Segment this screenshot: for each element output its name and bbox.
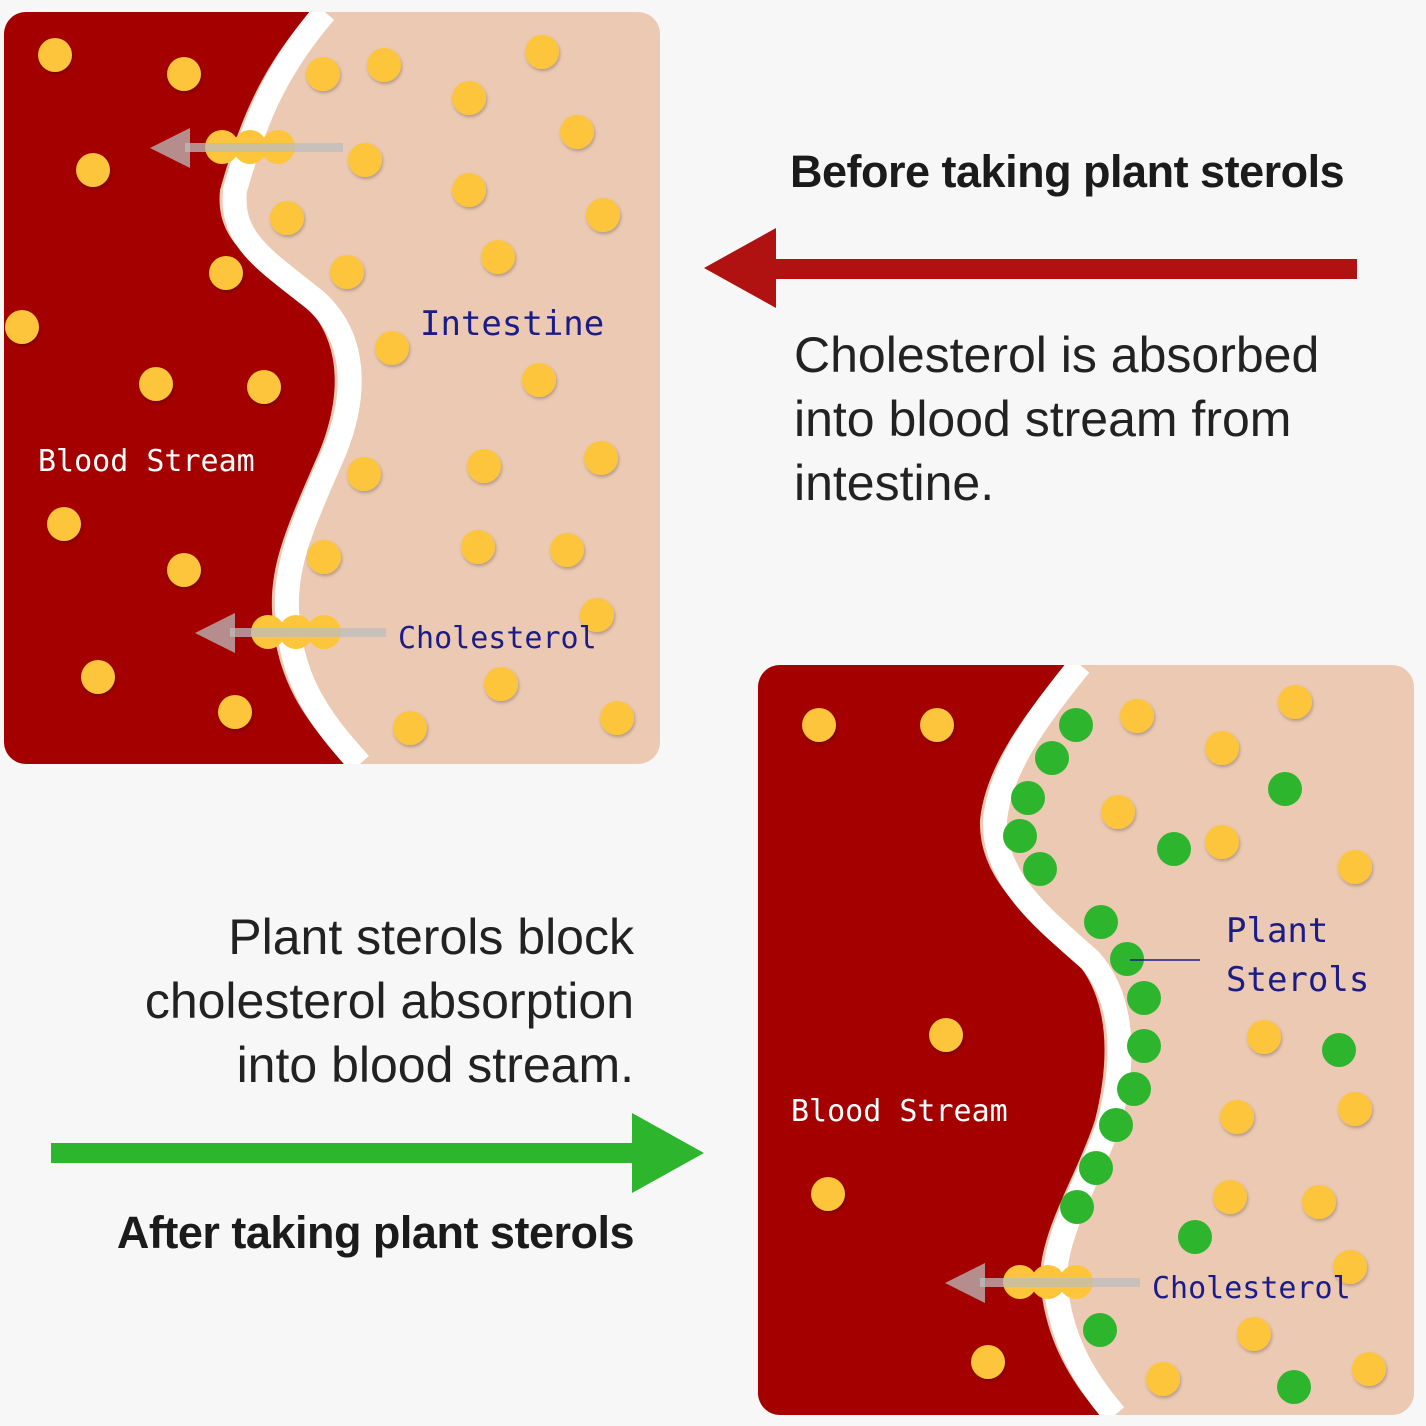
- intestine-cholesterol-dots: [270, 35, 634, 745]
- blood-stream-label: Blood Stream: [791, 1094, 1008, 1129]
- after-panel: Plant Sterols Blood Stream Cholesterol: [758, 665, 1414, 1415]
- before-arrow: [704, 228, 1357, 308]
- blood-cholesterol-dots: [5, 38, 281, 729]
- intestine-cholesterol-dots: [1101, 685, 1386, 1396]
- after-description: Plant sterols block cholesterol absorpti…: [144, 909, 634, 1093]
- intestine-label: Intestine: [420, 304, 604, 344]
- plant-sterol-barrier: [1003, 708, 1161, 1347]
- before-panel: Intestine Blood Stream Cholesterol: [4, 12, 660, 764]
- before-description: Cholesterol is absorbed into blood strea…: [794, 327, 1320, 511]
- before-heading: Before taking plant sterols: [790, 146, 1345, 197]
- after-heading: After taking plant sterols: [116, 1207, 635, 1258]
- plant-sterols-label-line2: Sterols: [1226, 960, 1369, 1000]
- cholesterol-label: Cholesterol: [398, 621, 597, 656]
- absorption-arrow-top: [150, 128, 343, 168]
- cholesterol-label: Cholesterol: [1152, 1271, 1351, 1306]
- blood-stream-label: Blood Stream: [38, 444, 255, 479]
- plant-sterol-dots: [1157, 772, 1356, 1404]
- blood-stream-region: [4, 12, 345, 764]
- blood-cholesterol-dots: [802, 708, 1005, 1379]
- absorption-arrow: [945, 1263, 1140, 1303]
- plant-sterols-label-line1: Plant: [1226, 911, 1328, 951]
- absorption-arrow-bottom: [195, 613, 386, 653]
- after-arrow: [51, 1113, 704, 1193]
